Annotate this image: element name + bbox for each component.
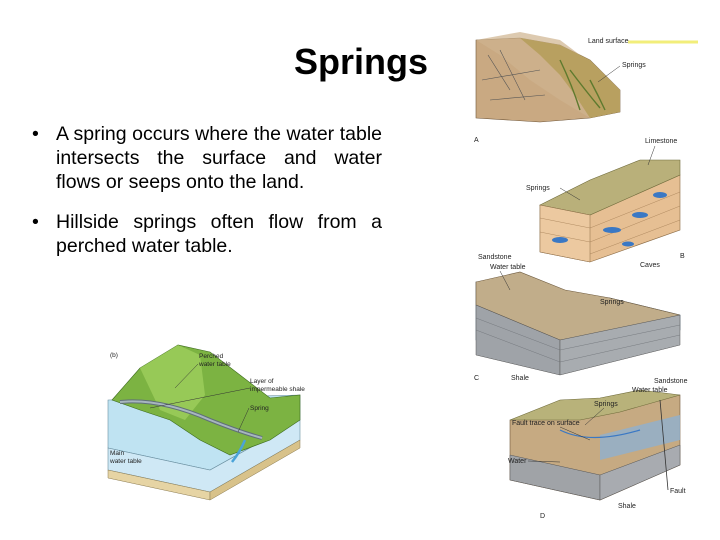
- bullet-item: • A spring occurs where the water table …: [28, 122, 382, 194]
- bullet-text: A spring occurs where the water table in…: [56, 123, 382, 193]
- label-springs-d: Springs: [594, 401, 618, 408]
- panel-b-figure: Limestone Springs Caves B: [526, 138, 685, 269]
- label-sandstone-c: Sandstone: [478, 254, 512, 261]
- panel-letter-a: A: [474, 137, 479, 144]
- panel-letter-d: D: [540, 513, 545, 520]
- label-fault-trace: Fault trace on surface: [512, 420, 580, 427]
- label-sandstone-d: Sandstone: [654, 378, 688, 385]
- label-fault: Fault: [670, 488, 686, 495]
- label-shale-c: Shale: [511, 375, 529, 382]
- panel-a-figure: Land surface Springs A: [474, 32, 646, 144]
- label-land-surface: Land surface: [588, 38, 629, 45]
- panel-c-figure: Sandstone Water table Springs Shale C: [474, 254, 681, 382]
- label-caves: Caves: [640, 262, 660, 269]
- label-spring: Spring: [250, 405, 269, 412]
- panel-letter-c: C: [474, 375, 479, 382]
- label-springs-b: Springs: [526, 185, 550, 192]
- slide-title: Springs: [294, 41, 429, 82]
- bullet-item: • Hillside springs often flow from a per…: [28, 210, 382, 258]
- label-main-water-table: water table: [109, 458, 142, 465]
- label-main: Main: [110, 450, 124, 457]
- bullet-list: • A spring occurs where the water table …: [28, 122, 382, 274]
- label-water-table-c: Water table: [490, 264, 526, 271]
- label-impermeable-shale: impermeable shale: [250, 386, 305, 393]
- panel-letter-b-right: B: [680, 253, 685, 260]
- label-springs-a: Springs: [622, 62, 646, 69]
- perched-water-table-figure: (b) Perched water table Layer of imperme…: [107, 344, 305, 501]
- panel-letter-b: (b): [110, 352, 118, 359]
- label-shale-d: Shale: [618, 503, 636, 510]
- label-limestone: Limestone: [645, 138, 677, 145]
- bullet-dot-icon: •: [32, 123, 39, 145]
- label-perched-water-table: water table: [198, 361, 231, 368]
- label-springs-c: Springs: [600, 299, 624, 306]
- bullet-text: Hillside springs often flow from a perch…: [56, 211, 382, 257]
- label-perched: Perched: [199, 353, 224, 360]
- bullet-dot-icon: •: [32, 211, 39, 233]
- label-water-table-d: Water table: [632, 387, 668, 394]
- label-water-d: Water: [508, 458, 527, 465]
- panel-d-figure: Sandstone Water table Springs Fault trac…: [508, 378, 688, 520]
- label-layer-of: Layer of: [250, 378, 274, 385]
